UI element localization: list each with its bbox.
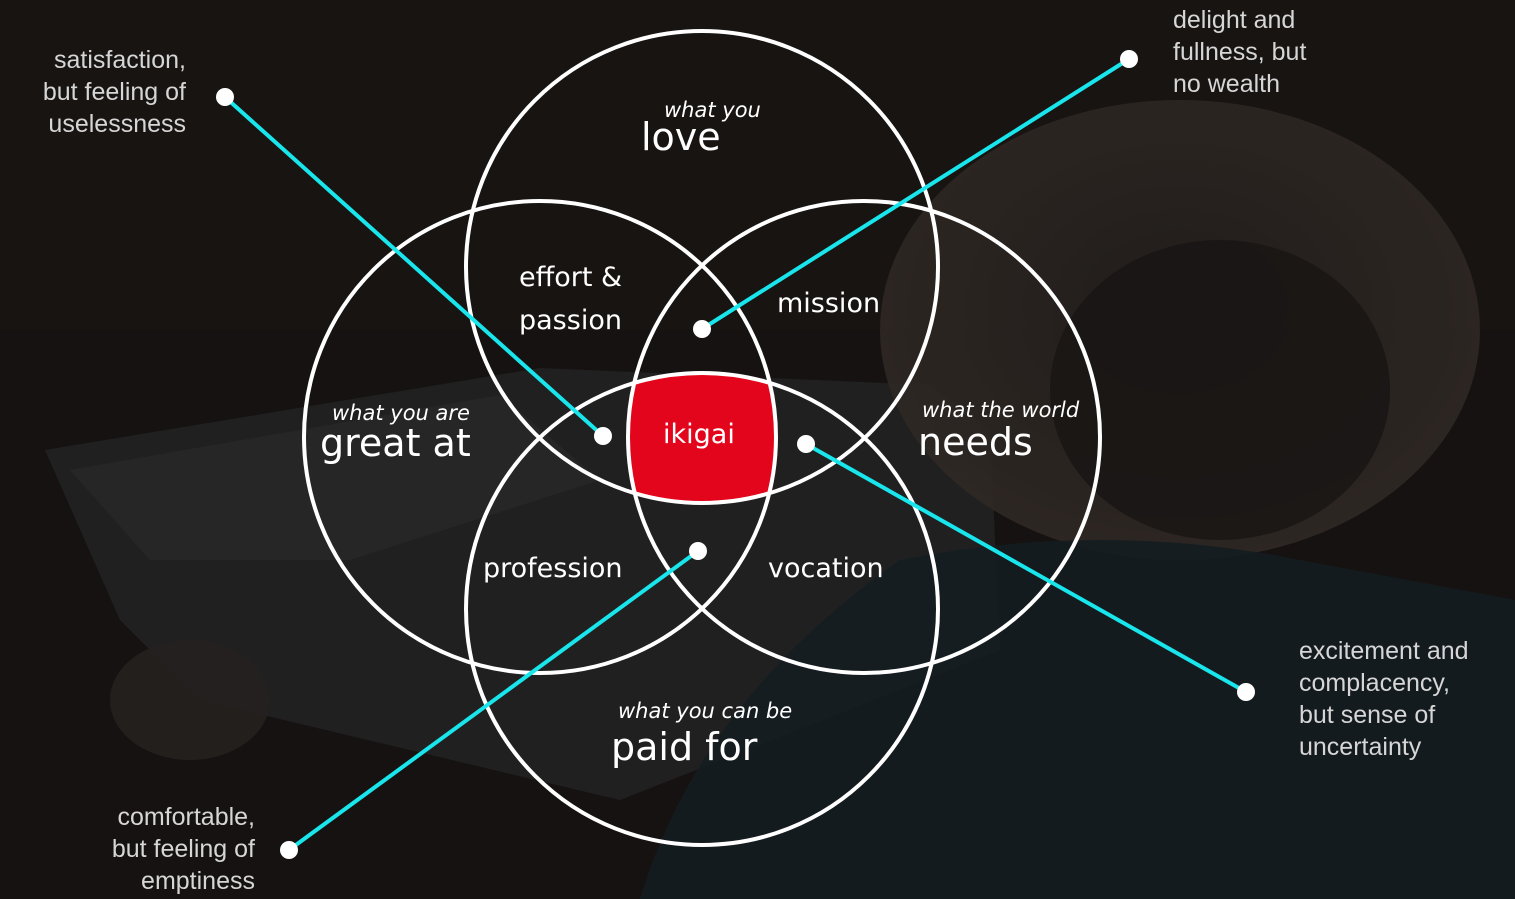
love-prefix: what you <box>664 98 761 122</box>
great-at-prefix: what you are <box>332 401 470 425</box>
jacket <box>640 540 1515 899</box>
callout-bottom-left-line: emptiness <box>141 867 255 895</box>
callout-bottom-right: excitement and complacency, but sense of… <box>1299 635 1469 763</box>
paid-for-label: paid for <box>611 725 758 769</box>
paid-for-prefix: what you can be <box>618 699 793 723</box>
callout-top-left-line: but feeling of <box>42 78 186 106</box>
vocation-label: vocation <box>768 553 884 584</box>
callout-top-right-line: fullness, but <box>1173 38 1307 66</box>
callout-bottom-right-line: complacency, <box>1299 669 1450 697</box>
mission-label: mission <box>777 288 881 319</box>
callout-top-left-line: satisfaction, <box>53 46 186 74</box>
effort-passion-label-line1: effort & <box>519 262 623 293</box>
circle-great-at <box>302 199 778 675</box>
circle-needs <box>626 199 1102 675</box>
callout-top-left: satisfaction, but feeling of uselessness <box>43 44 186 140</box>
connector-bottom-right <box>805 442 1247 694</box>
callout-bottom-left: comfortable, but feeling of emptiness <box>112 801 255 897</box>
callout-top-right: delight and fullness, but no wealth <box>1173 4 1306 100</box>
connector-bottom-left <box>287 549 700 852</box>
dot-bottom-left-inner <box>689 542 707 560</box>
callout-top-right-line: no wealth <box>1173 70 1281 98</box>
circle-paid-for <box>464 371 940 847</box>
callout-bottom-left-line: but feeling of <box>111 835 255 863</box>
dot-top-right-outer <box>1120 50 1138 68</box>
dot-bottom-right-outer <box>1237 683 1255 701</box>
connector-top-right <box>700 57 1131 331</box>
ikigai-label: ikigai <box>663 419 735 450</box>
great-at-label: great at <box>320 421 471 465</box>
dot-bottom-left-outer <box>280 841 298 859</box>
needs-label: needs <box>918 420 1033 464</box>
dot-top-left-outer <box>216 88 234 106</box>
callout-top-left-line: uselessness <box>48 110 186 138</box>
connector-top-left <box>223 95 605 438</box>
love-label: love <box>641 115 721 159</box>
callout-bottom-right-line: uncertainty <box>1299 733 1422 761</box>
circle-love <box>464 29 940 505</box>
dot-top-left-inner <box>594 427 612 445</box>
dot-bottom-right-inner <box>797 435 815 453</box>
callout-bottom-left-line: comfortable, <box>117 803 255 831</box>
callout-top-right-line: delight and <box>1173 6 1296 34</box>
dot-top-right-inner <box>693 320 711 338</box>
callout-bottom-right-line: excitement and <box>1299 637 1469 665</box>
profession-label: profession <box>483 553 623 584</box>
needs-prefix: what the world <box>922 398 1080 422</box>
callout-bottom-right-line: but sense of <box>1299 701 1436 729</box>
hand-left <box>110 640 270 760</box>
effort-passion-label-line2: passion <box>519 305 622 336</box>
